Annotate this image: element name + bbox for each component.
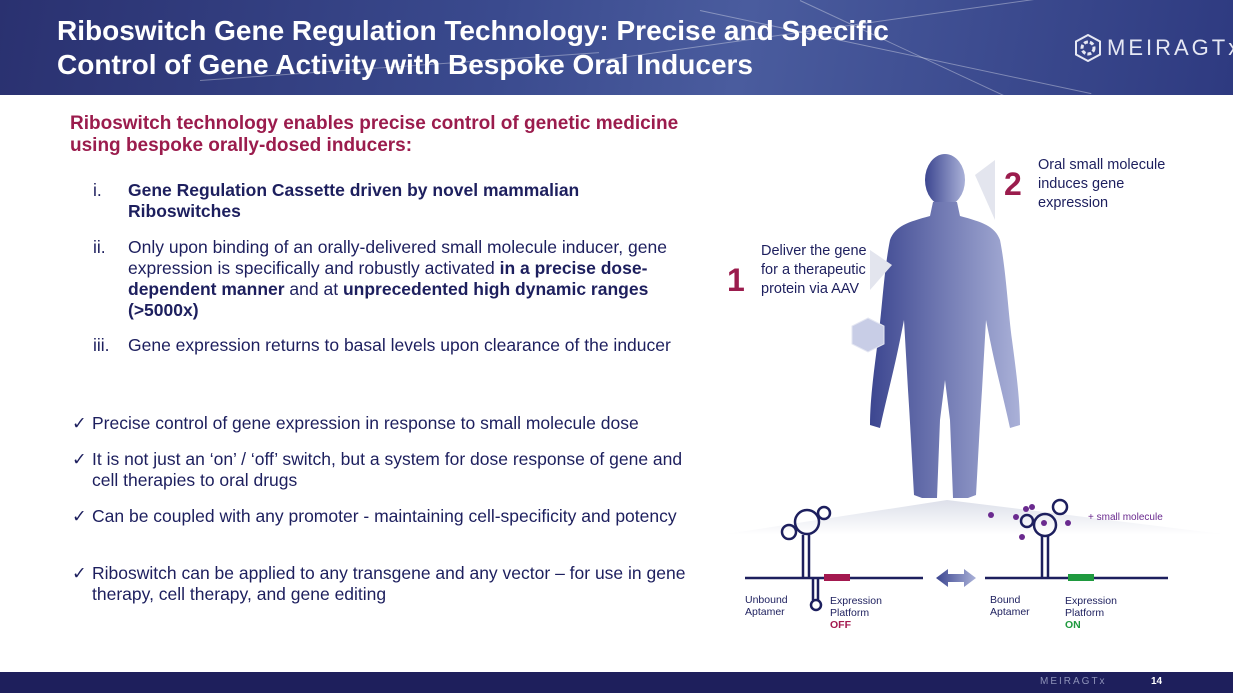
check-item: ✓It is not just an ‘on’ / ‘off’ switch, … (72, 449, 712, 491)
riboswitch-diagram (720, 154, 1230, 612)
double-arrow-icon (936, 569, 976, 587)
list-number: i. (93, 180, 102, 200)
list-text: Only upon binding of an orally-delivered… (128, 237, 667, 320)
check-icon: ✓ (72, 506, 87, 526)
slide-title: Riboswitch Gene Regulation Technology: P… (57, 14, 1017, 82)
step-2-label: Oral small molecule induces gene express… (1038, 157, 1166, 211)
aav-capsid-icon (851, 317, 885, 353)
check-item: ✓Precise control of gene expression in r… (72, 413, 712, 434)
on-status: ON (1065, 619, 1081, 631)
pointer-arrow-2 (975, 160, 995, 220)
expression-platform-off-bar (824, 574, 850, 581)
subtitle: Riboswitch technology enables precise co… (70, 113, 679, 156)
step-1-label: Deliver the gene for a therapeutic prote… (761, 243, 867, 297)
pointer-arrow-1 (870, 250, 892, 290)
slide-header: Riboswitch Gene Regulation Technology: P… (0, 0, 1233, 95)
check-text: Precise control of gene expression in re… (92, 413, 639, 433)
step-2-number: 2 (1004, 166, 1022, 202)
check-text: It is not just an ‘on’ / ‘off’ switch, b… (92, 449, 683, 490)
check-text: Riboswitch can be applied to any transge… (92, 563, 686, 604)
slide-footer: MEIRAGTx 14 (0, 672, 1233, 693)
list-item: i. Gene Regulation Cassette driven by no… (93, 180, 693, 222)
list-item: iii. Gene expression returns to basal le… (93, 335, 693, 356)
expression-platform-on-bar (1068, 574, 1094, 581)
check-icon: ✓ (72, 413, 87, 433)
check-text: Can be coupled with any promoter - maint… (92, 506, 677, 526)
list-number: iii. (93, 335, 110, 355)
title-line-1: Riboswitch Gene Regulation Technology: P… (57, 15, 889, 46)
bound-aptamer-label: Bound Aptamer (990, 594, 1030, 618)
step-1-number: 1 (727, 262, 745, 298)
off-status: OFF (830, 619, 851, 631)
check-item: ✓Riboswitch can be applied to any transg… (72, 563, 712, 605)
title-line-2: Control of Gene Activity with Bespoke Or… (57, 49, 753, 80)
check-icon: ✓ (72, 563, 87, 583)
list-item: ii. Only upon binding of an orally-deliv… (93, 237, 693, 321)
unbound-aptamer-label: Unbound Aptamer (745, 594, 788, 618)
check-item: ✓Can be coupled with any promoter - main… (72, 506, 712, 527)
human-silhouette (870, 154, 1020, 498)
check-icon: ✓ (72, 449, 87, 469)
logo-text: MEIRAGTx (1107, 35, 1233, 60)
list-text: Gene Regulation Cassette driven by novel… (128, 180, 580, 221)
list-number: ii. (93, 237, 106, 257)
company-logo: MEIRAGTx (1075, 34, 1233, 62)
small-molecule-label: + small molecule (1088, 512, 1163, 523)
hexagon-logo-icon (1075, 34, 1101, 62)
list-text: Gene expression returns to basal levels … (128, 335, 671, 355)
small-molecule-dots (988, 504, 1071, 540)
footer-logo: MEIRAGTx (1040, 676, 1107, 687)
zoom-cone (720, 500, 1230, 535)
page-number: 14 (1151, 676, 1163, 687)
